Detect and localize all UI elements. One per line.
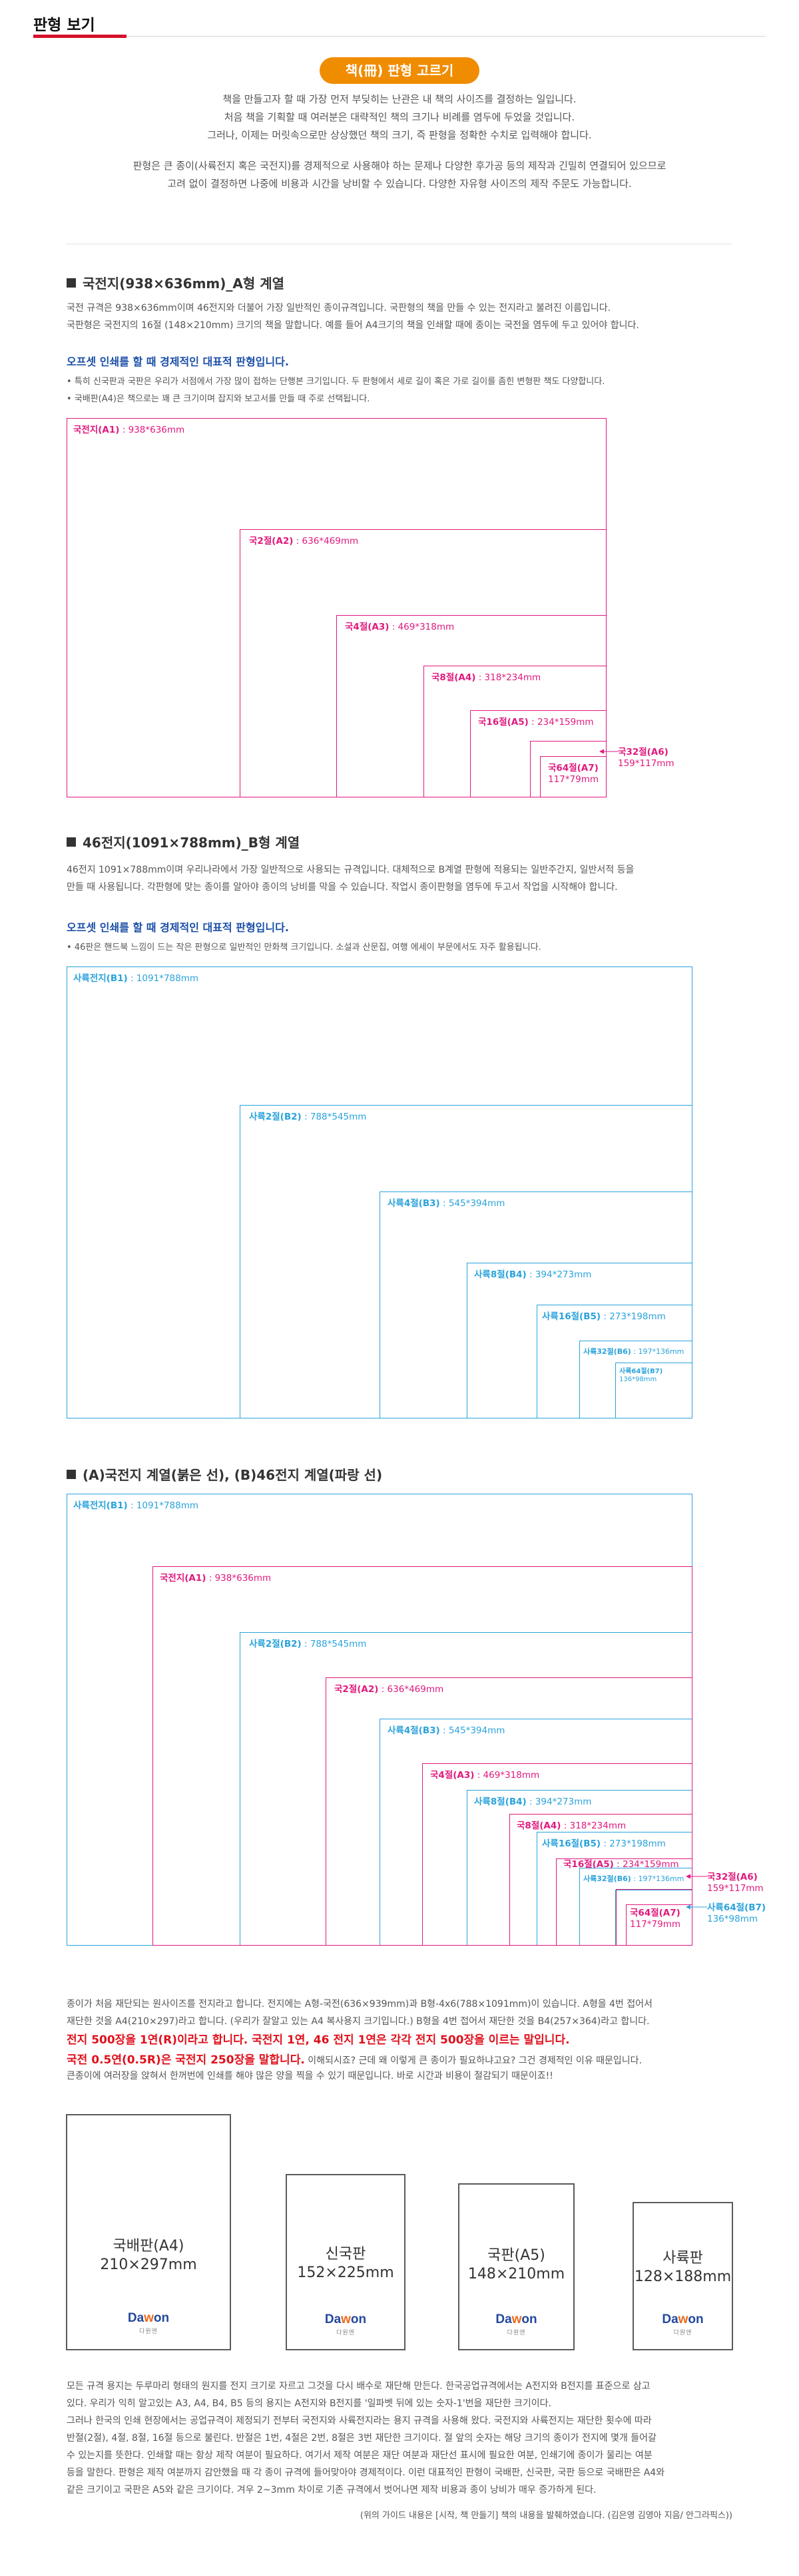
a5-label: 국16절(A5) : 234*159mm	[478, 717, 594, 728]
note-line-4: 큰종이에 여러장을 앉혀서 한꺼번에 인쇄를 해야 많은 양을 찍을 수 있기 …	[67, 2071, 553, 2081]
bottom-line-5: 수 있는지를 뜻한다. 인쇄할 때는 항상 제작 여분이 필요하다. 여기서 제…	[67, 2450, 653, 2461]
a4-label: 국8절(A4) : 318*234mm	[431, 672, 541, 683]
bottom-line-7: 같은 크기이고 국판은 A5와 같은 크기이다. 겨우 2~3mm 차이로 기존…	[67, 2485, 597, 2495]
section-ab-title: (A)국전지 계열(붉은 선), (B)46전지 계열(파랑 선)	[67, 1464, 382, 1484]
section-a-title: 국전지(938×636mm)_A형 계열	[67, 273, 284, 292]
intro-line-5: 고려 없이 결정하면 나중에 비용과 시간을 낭비할 수 있습니다. 다양한 자…	[167, 178, 632, 190]
combined-a7-label: 국64절(A7)117*79mm	[630, 1908, 680, 1930]
combined-b7-label: 사륙64절(B7)136*98mm	[707, 1902, 766, 1924]
bottom-line-2: 있다. 우리가 익히 알고있는 A3, A4, B4, B5 등의 용지는 A전…	[67, 2398, 551, 2409]
combined-b7-leader-arrow-icon	[686, 1904, 707, 1910]
b7-label: 사륙64절(B7)136*98mm	[619, 1368, 663, 1383]
book-46-size: 128×188mm	[634, 2268, 732, 2285]
section-badge: 책(冊) 판형 고르기	[320, 57, 479, 84]
note-line-3: 국전 0.5연(0.5R)은 국전지 250장을 말합니다. 이해되시죠? 근데…	[67, 2050, 642, 2067]
bottom-line-3: 그러나 한국의 인쇄 현장에서는 공업규격이 제정되기 전부터 국전지와 사륙전…	[67, 2416, 652, 2426]
intro-line-1: 책을 만들고자 할 때 가장 먼저 부딪히는 난관은 내 책의 사이즈를 결정하…	[222, 93, 577, 105]
b6-label: 사륙32절(B6) : 197*136mm	[583, 1347, 684, 1356]
a7-sheet	[540, 756, 607, 797]
a2-label: 국2절(A2) : 636*469mm	[249, 536, 359, 546]
combined-a2-label: 국2절(A2) : 636*469mm	[334, 1684, 444, 1695]
a1-label: 국전지(A1) : 938*636mm	[73, 425, 185, 435]
a6-label: 국32절(A6)159*117mm	[618, 747, 674, 769]
square-bullet-icon	[67, 278, 76, 288]
note-red-inline: 국전 0.5연(0.5R)은 국전지 250장을 말합니다.	[67, 2053, 305, 2067]
note-line-3-text: 이해되시죠? 근데 왜 이렇게 큰 종이가 필요하냐고요? 그건 경제적인 이유…	[304, 2055, 642, 2066]
intro-line-2: 처음 책을 기획할 때 여러분은 대략적인 책의 크기나 비례를 염두에 두었을…	[224, 111, 575, 123]
combined-b5-label: 사륙16절(B5) : 273*198mm	[542, 1838, 666, 1849]
section-b-bullet-1: • 46판은 핸드북 느낌이 드는 작은 판형으로 일반적인 만화책 크기입니다…	[67, 943, 541, 953]
b3-label: 사륙4절(B3) : 545*394mm	[388, 1198, 505, 1209]
a6-leader-arrow-icon	[599, 749, 618, 754]
combined-a7-sheet	[626, 1904, 692, 1946]
bottom-line-6: 등을 말한다. 판형은 제작 여분까지 감안했을 때 각 종이 규격에 들어맞아…	[67, 2468, 665, 2478]
combined-b3-label: 사륙4절(B3) : 545*394mm	[388, 1725, 505, 1736]
b2-label: 사륙2절(B2) : 788*545mm	[249, 1112, 367, 1122]
book-a4-size: 210×297mm	[100, 2256, 197, 2273]
book-sinkuk-name: 신국판	[325, 2246, 366, 2262]
title-accent-bar	[33, 35, 127, 38]
section-a-paragraph-2: 국판형은 국전지의 16절 (148×210mm) 크기의 책을 말합니다. 예…	[67, 320, 639, 331]
note-red-line: 전지 500장을 1연(R)이라고 합니다. 국전지 1연, 46 전지 1연은…	[67, 2034, 570, 2047]
section-a-bullet-2: • 국배판(A4)은 책으로는 꽤 큰 크기이며 잡지와 보고서를 만들 때 주…	[67, 394, 370, 404]
book-a5-size: 148×210mm	[467, 2266, 565, 2282]
bottom-line-4: 반절(2절), 4절, 8절, 16절 등으로 불린다. 반절은 1번, 4절은…	[67, 2433, 657, 2444]
book-a5-name: 국판(A5)	[487, 2247, 545, 2264]
section-a-title-text: 국전지(938×636mm)_A형 계열	[83, 276, 285, 292]
combined-a6-leader-arrow-icon	[686, 1874, 707, 1879]
section-b-title: 46전지(1091×788mm)_B형 계열	[67, 832, 300, 851]
a3-label: 국4절(A3) : 469*318mm	[345, 622, 455, 632]
b5-label: 사륙16절(B5) : 273*198mm	[542, 1311, 666, 1322]
section-b-paragraph-2: 만들 때 사용됩니다. 각판형에 맞는 종이를 알아야 종이의 낭비를 막을 수…	[67, 882, 618, 893]
combined-a4-label: 국8절(A4) : 318*234mm	[517, 1821, 627, 1831]
page-title: 판형 보기	[33, 17, 95, 34]
intro-line-4: 판형은 큰 종이(사륙전지 혹은 국전지)를 경제적으로 사용해야 하는 문제나…	[133, 160, 666, 172]
combined-a1-label: 국전지(A1) : 938*636mm	[160, 1573, 272, 1584]
section-a-paragraph-1: 국전 규격은 938×636mm이며 46전지와 더불어 가장 일반적인 종이규…	[67, 303, 611, 314]
note-line-2: 재단한 것을 A4(210×297)라고 합니다. (우리가 잘알고 있는 A4…	[67, 2016, 650, 2027]
book-sinkuk-size: 152×225mm	[297, 2264, 394, 2281]
book-46-name: 사륙판	[663, 2250, 703, 2266]
section-b-paragraph-1: 46전지 1091×788mm이며 우리나라에서 가장 일반적으로 사용되는 규…	[67, 865, 635, 875]
combined-b1-label: 사륙전지(B1) : 1091*788mm	[73, 1500, 199, 1511]
title-divider	[127, 36, 766, 37]
combined-b2-label: 사륙2절(B2) : 788*545mm	[249, 1639, 367, 1649]
square-bullet-icon	[67, 837, 76, 847]
combined-a3-label: 국4절(A3) : 469*318mm	[430, 1770, 540, 1781]
combined-b4-label: 사륙8절(B4) : 394*273mm	[474, 1797, 592, 1807]
section-b-title-text: 46전지(1091×788mm)_B형 계열	[83, 835, 300, 851]
section-a-subhead: 오프셋 인쇄를 할 때 경제적인 대표적 판형입니다.	[67, 355, 289, 368]
bottom-line-1: 모든 규격 용지는 두루마리 형태의 원지를 전지 크기로 자르고 그것을 다시…	[67, 2381, 651, 2392]
square-bullet-icon	[67, 1470, 76, 1479]
b1-label: 사륙전지(B1) : 1091*788mm	[73, 973, 199, 984]
b7-sheet	[615, 1363, 692, 1418]
source-credit: (위의 가이드 내용은 [시작, 책 만들기] 책의 내용을 발췌하였습니다. …	[360, 2511, 732, 2521]
combined-a6-label: 국32절(A6)159*117mm	[707, 1872, 764, 1894]
combined-b6-label: 사륙32절(B6) : 197*136mm	[583, 1874, 684, 1883]
section-b-subhead: 오프셋 인쇄를 할 때 경제적인 대표적 판형입니다.	[67, 921, 289, 934]
section-ab-title-text: (A)국전지 계열(붉은 선), (B)46전지 계열(파랑 선)	[83, 1467, 383, 1483]
section-a-bullet-1: • 특히 신국판과 국판은 우리가 서점에서 가장 많이 접하는 단행본 크기입…	[67, 377, 605, 387]
intro-line-3: 그러나, 이제는 머릿속으로만 상상했던 책의 크기, 즉 판형을 정확한 수치…	[207, 129, 592, 141]
combined-a5-label: 국16절(A5) : 234*159mm	[563, 1859, 679, 1870]
a7-label: 국64절(A7)117*79mm	[548, 763, 599, 785]
note-line-1: 종이가 처음 재단되는 원사이즈를 전지라고 합니다. 전지에는 A형-국전(6…	[67, 1999, 653, 2010]
b4-label: 사륙8절(B4) : 394*273mm	[474, 1269, 592, 1280]
book-a4-name: 국배판(A4)	[113, 2238, 184, 2254]
